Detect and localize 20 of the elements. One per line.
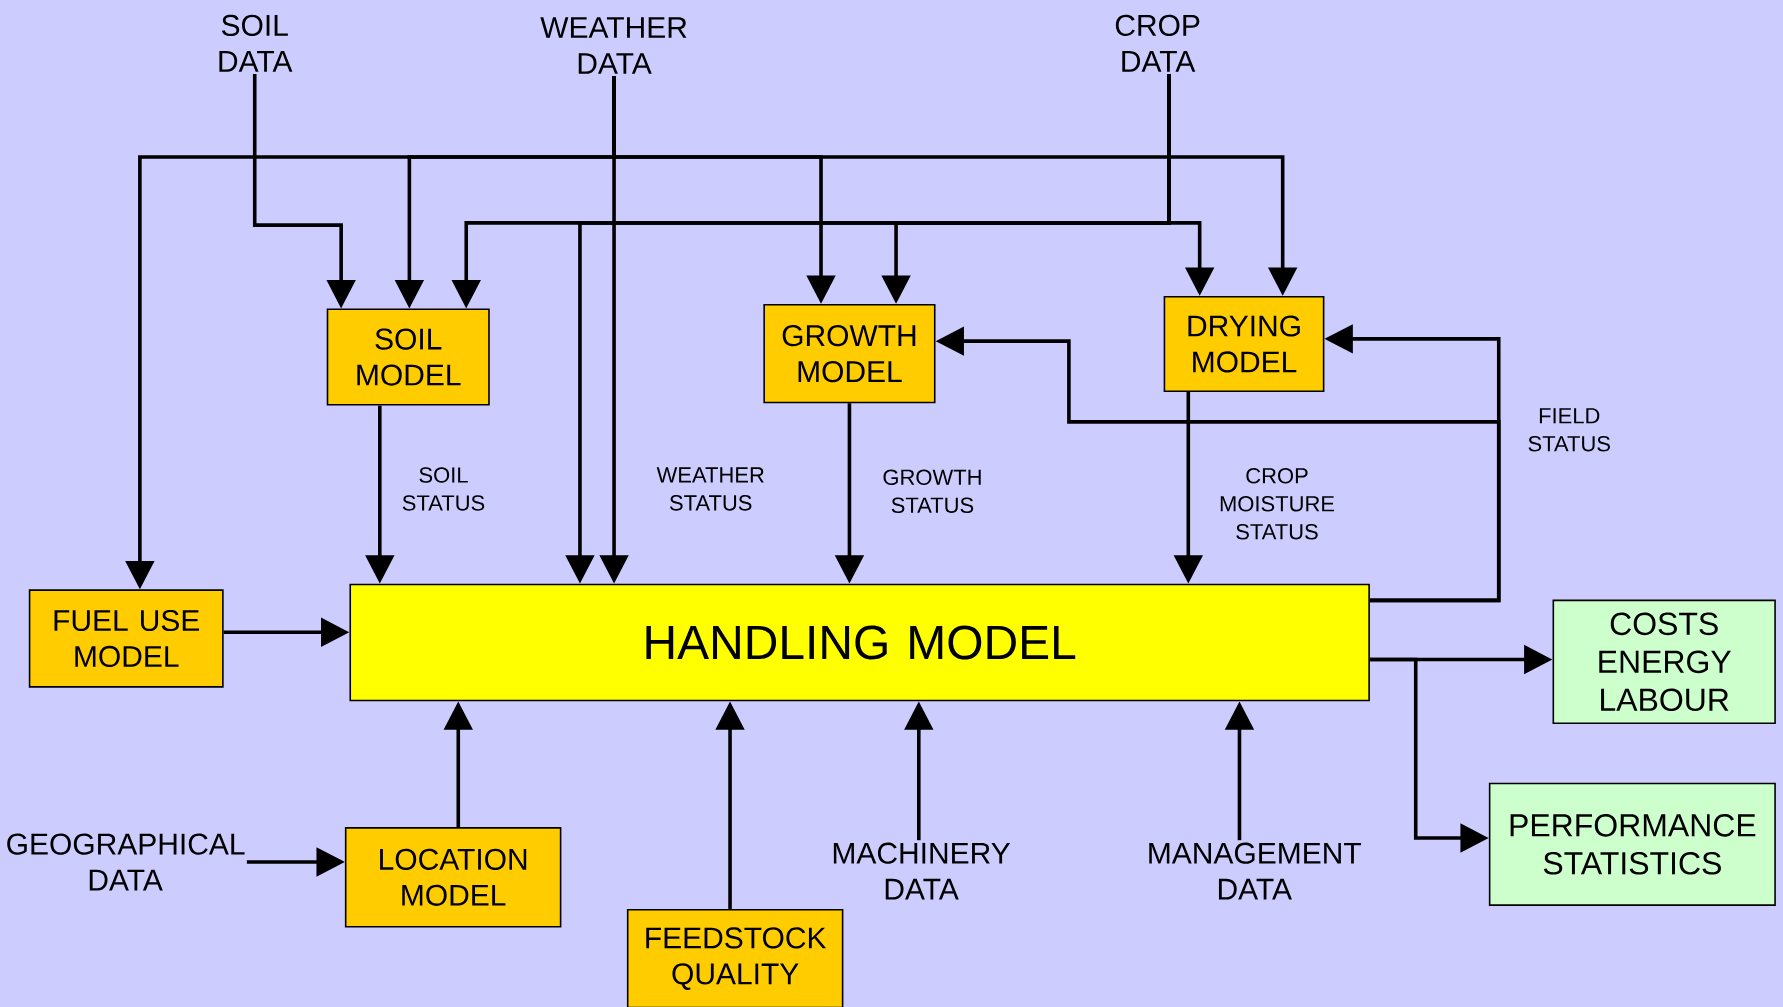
model-box: FUEL USE MODEL xyxy=(28,589,224,688)
edge-label: GROWTH STATUS xyxy=(867,467,997,515)
data-label: SOIL DATA xyxy=(219,14,293,72)
data-label: MACHINERY DATA xyxy=(833,842,1011,900)
model-box: SOIL MODEL xyxy=(326,308,490,406)
edge-label: CROP MOISTURE STATUS xyxy=(1206,465,1348,542)
model-box: HANDLING MODEL xyxy=(349,583,1370,702)
edge-label: SOIL STATUS xyxy=(390,464,497,513)
data-label: MANAGEMENT DATA xyxy=(1149,842,1361,900)
output-box: COSTS ENERGY LABOUR xyxy=(1552,599,1776,724)
data-label: WEATHER DATA xyxy=(540,16,687,74)
edge-label: WEATHER STATUS xyxy=(646,465,776,513)
model-box: DRYING MODEL xyxy=(1163,295,1325,392)
data-label: GEOGRAPHICAL DATA xyxy=(7,833,245,891)
edge-label: FIELD STATUS xyxy=(1516,405,1623,454)
model-box: FEEDSTOCK QUALITY xyxy=(626,908,844,1007)
model-box: GROWTH MODEL xyxy=(763,303,936,404)
output-box: PERFORMANCE STATISTICS xyxy=(1488,782,1776,906)
model-box: LOCATION MODEL xyxy=(344,826,562,928)
data-label: CROP DATA xyxy=(1115,14,1200,72)
